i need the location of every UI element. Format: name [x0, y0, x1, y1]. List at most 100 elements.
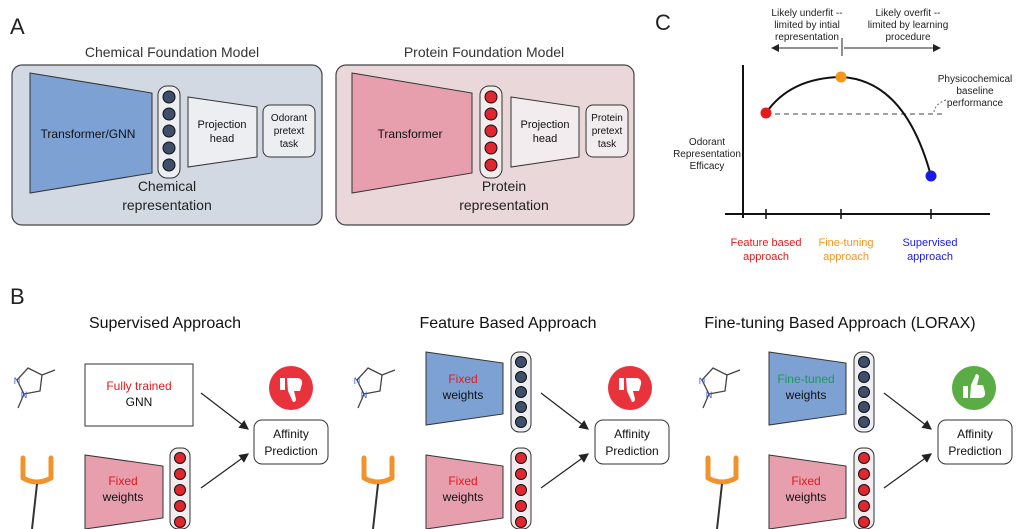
feature-affinity-line1: Affinity — [614, 427, 650, 441]
receptor-protein-icon — [20, 455, 54, 529]
protein-node — [174, 516, 186, 528]
protein-node — [858, 500, 870, 512]
protein-representation-line2: representation — [459, 197, 549, 213]
fine-tuning-approach: Fine-tuning Based Approach (LORAX) N N F… — [699, 315, 1013, 529]
chemical-foundation-model: Chemical Foundation Model Transformer/GN… — [11, 44, 323, 226]
chemical-representation-line2: representation — [122, 197, 212, 213]
protein-node — [174, 500, 186, 512]
pyrazole-molecule-icon: N N — [354, 367, 396, 409]
chemical-node — [515, 356, 527, 368]
supervised-chem-line1: Fully trained — [106, 379, 171, 393]
chemical-embedding-node — [162, 90, 176, 104]
underfit-note-line3: representation — [775, 32, 839, 43]
x-label-finetune-line1: Fine-tuning — [818, 237, 873, 249]
feature-based-approach: Feature Based Approach N N Fixed weights… — [354, 315, 670, 529]
protein-embedding-node — [484, 90, 498, 104]
pyrazole-molecule-icon: N N — [14, 367, 56, 409]
protein-pretext-box — [585, 104, 629, 158]
x-label-finetune-line2: approach — [823, 251, 869, 263]
overfit-note-line3: procedure — [885, 32, 930, 43]
chemical-node — [515, 401, 527, 413]
supervised-prot-line2: weights — [102, 490, 144, 504]
svg-text:N: N — [14, 376, 21, 386]
supervised-approach: Supervised Approach N N Fully trained GN… — [14, 315, 329, 529]
svg-text:N: N — [699, 376, 706, 386]
supervised-prot-line1: Fixed — [108, 474, 137, 488]
protein-node — [858, 468, 870, 480]
receptor-protein-icon — [361, 455, 395, 529]
finetune-title: Fine-tuning Based Approach (LORAX) — [704, 315, 975, 332]
protein-node — [858, 516, 870, 528]
finetune-chem-line1: Fine-tuned — [777, 372, 834, 386]
chemical-node — [858, 356, 870, 368]
chemical-node — [858, 416, 870, 428]
y-axis-label-line3: Efficacy — [690, 161, 725, 172]
x-label-feature-line1: Feature based — [731, 237, 802, 249]
finetune-prot-line1: Fixed — [791, 474, 820, 488]
chemical-encoder-label: Transformer/GNN — [41, 127, 136, 141]
chemical-pretext-line1: Odorant — [271, 113, 307, 124]
point-fine-tuning — [835, 71, 847, 83]
feature-affinity-line2: Prediction — [605, 444, 658, 458]
protein-node — [515, 500, 527, 512]
baseline-note-line3: performance — [947, 98, 1004, 109]
protein-projection-line1: Projection — [521, 119, 570, 131]
protein-node — [515, 484, 527, 496]
chemical-pretext-line3: task — [280, 139, 299, 150]
efficacy-plot: Likely underfit -- limited by intial rep… — [673, 8, 1012, 263]
chemical-model-title: Chemical Foundation Model — [85, 44, 259, 60]
feature-chem-encoder — [425, 351, 504, 426]
finetune-arrow-top — [883, 392, 932, 430]
protein-projection-head — [510, 96, 580, 168]
protein-embedding-node — [484, 124, 498, 138]
protein-pretext-line1: Protein — [591, 113, 623, 124]
chemical-pretext-box — [262, 104, 316, 158]
protein-pretext-line3: task — [598, 139, 617, 150]
feature-arrow-top — [540, 392, 589, 430]
svg-text:N: N — [361, 390, 368, 400]
panel-label-b: B — [10, 284, 25, 309]
finetune-arrow-bottom — [883, 453, 932, 489]
protein-projection-line2: head — [533, 133, 557, 145]
chemical-node — [858, 386, 870, 398]
protein-encoder-trapezoid — [351, 72, 473, 194]
feature-arrow-bottom — [540, 453, 589, 489]
chemical-pretext-line2: pretext — [274, 126, 305, 137]
supervised-arrow-top — [200, 392, 249, 430]
protein-embedding-node — [484, 158, 498, 172]
protein-encoder-label: Transformer — [378, 127, 443, 141]
protein-node — [858, 452, 870, 464]
feature-prot-line2: weights — [442, 490, 484, 504]
finetune-prot-line2: weights — [785, 490, 827, 504]
feature-affinity-box — [594, 419, 670, 465]
chemical-node — [515, 371, 527, 383]
underfit-note-line2: limited by intial — [774, 20, 840, 31]
point-supervised — [925, 170, 937, 182]
baseline-note-line2: baseline — [956, 86, 994, 97]
baseline-leader — [933, 99, 947, 113]
x-label-supervised-line1: Supervised — [902, 237, 957, 249]
chemical-representation-line1: Chemical — [138, 178, 196, 194]
x-label-feature-line2: approach — [743, 251, 789, 263]
finetune-chem-line2: weights — [785, 388, 827, 402]
chemical-projection-line2: head — [210, 133, 234, 145]
supervised-prot-encoder — [84, 454, 164, 529]
protein-node — [515, 516, 527, 528]
protein-node — [174, 468, 186, 480]
chemical-embedding-node — [162, 107, 176, 121]
thumbs-up-icon — [952, 366, 996, 410]
protein-foundation-model: Protein Foundation Model Transformer Pro… — [335, 44, 635, 226]
finetune-chem-encoder — [768, 351, 847, 426]
chemical-embedding-node — [162, 124, 176, 138]
svg-text:N: N — [21, 390, 28, 400]
efficacy-curve — [765, 75, 932, 177]
point-feature-based — [760, 107, 772, 119]
feature-title: Feature Based Approach — [419, 315, 596, 332]
svg-text:N: N — [706, 390, 713, 400]
supervised-arrow-bottom — [200, 453, 249, 489]
protein-node — [858, 484, 870, 496]
panel-label-c: C — [655, 10, 671, 35]
protein-representation-line1: Protein — [482, 178, 526, 194]
y-axis-label-line1: Odorant — [689, 137, 725, 148]
